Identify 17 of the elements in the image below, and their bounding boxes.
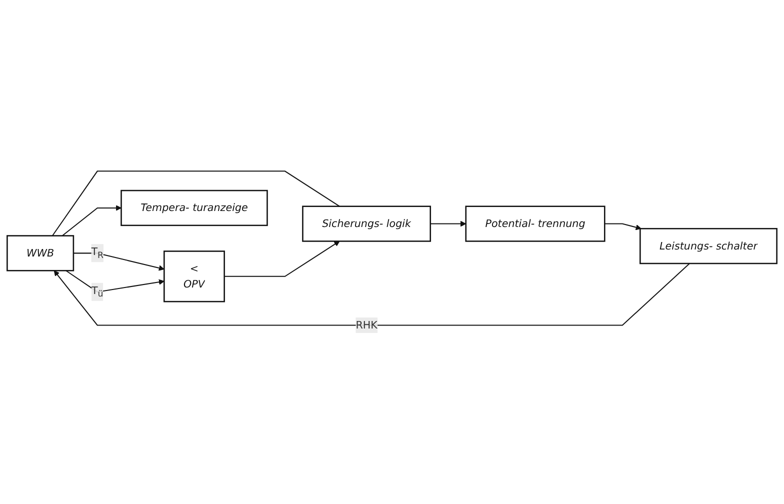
arrow bbox=[66, 270, 164, 292]
arrow bbox=[604, 223, 642, 230]
node-box: Leistungs- schalter bbox=[640, 228, 778, 264]
node-box: < OPV bbox=[164, 250, 225, 302]
arrow bbox=[224, 240, 340, 277]
node-box: Potential- trennung bbox=[465, 206, 606, 242]
edge-label: RHK bbox=[356, 318, 378, 331]
edge-label: T$_{ü}$ bbox=[91, 284, 104, 300]
connector bbox=[52, 170, 340, 236]
node-box: WWB bbox=[6, 235, 74, 272]
arrow bbox=[62, 205, 122, 236]
arrow bbox=[73, 252, 164, 271]
node-box: Sicherungs- logik bbox=[302, 206, 432, 242]
node-box: Tempera- turanzeige bbox=[120, 190, 268, 226]
arrow bbox=[54, 263, 690, 326]
edge-label: T$_{R}$ bbox=[91, 245, 104, 260]
arrow bbox=[430, 220, 466, 227]
